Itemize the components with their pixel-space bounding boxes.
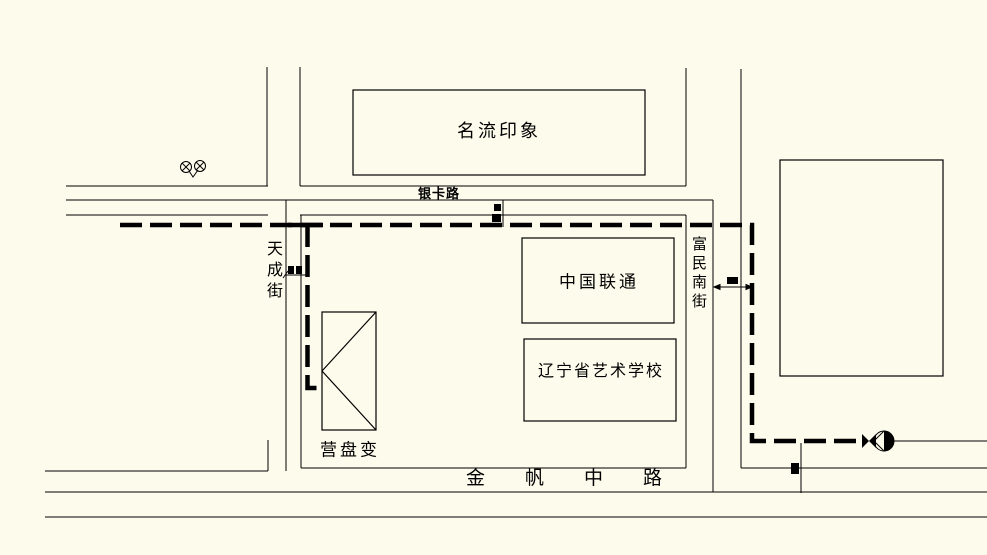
street-label-tiancheng: 天成街: [264, 240, 281, 303]
crossed-circle-x: [181, 162, 191, 172]
crossed-circle-icon: [180, 161, 192, 173]
terminal-half-fill: [884, 431, 894, 451]
substation-outline: [321, 311, 377, 431]
pole-symbols: [180, 160, 206, 178]
building-label-unicom: 中国联通: [559, 272, 639, 292]
buildings: [321, 89, 944, 431]
pole-connector: [188, 169, 199, 178]
cable-marker: [791, 463, 799, 474]
terminal-bowtie: [862, 434, 876, 448]
terminal-wedge: [873, 440, 885, 452]
street-label-yinka-road: 银卡路: [418, 186, 461, 201]
cable-route-main: [120, 222, 862, 444]
street-label-fumin-south: 富民南街: [690, 236, 707, 312]
building-label-substation: 营盘变: [320, 440, 380, 460]
road-label-jinfan-middle: 金帆中路: [466, 468, 703, 489]
leader-tick: [282, 270, 289, 279]
building-east: [779, 159, 944, 377]
cable-marker: [727, 277, 738, 284]
crossed-circle-icon: [194, 160, 206, 172]
tiny-annotation-mark: [296, 266, 302, 274]
tiny-annotation-mark: [288, 266, 294, 274]
substation-diagonal: [321, 370, 377, 431]
crossed-circle-x: [195, 161, 205, 171]
tiny-annotation-mark: [492, 214, 501, 222]
building-label-art-school: 辽宁省艺术学校: [537, 363, 665, 380]
substation-diagonal: [321, 311, 377, 372]
building-substation: [321, 311, 377, 431]
tiny-annotation-mark: [494, 204, 501, 211]
cable-route: [120, 222, 862, 444]
building-art-school: [523, 338, 677, 422]
leader-lines: [282, 270, 754, 291]
leader-arrow: [745, 283, 754, 291]
cable-markers: [288, 204, 799, 474]
terminal-wedge: [873, 430, 885, 442]
building-label-mingliu: 名流印象: [457, 121, 541, 141]
cable-terminal-symbol: [862, 430, 895, 452]
building-mingliu: [352, 89, 646, 176]
cable-route-branch: [305, 225, 322, 391]
leader-arrow: [712, 283, 721, 291]
building-unicom: [521, 237, 675, 324]
